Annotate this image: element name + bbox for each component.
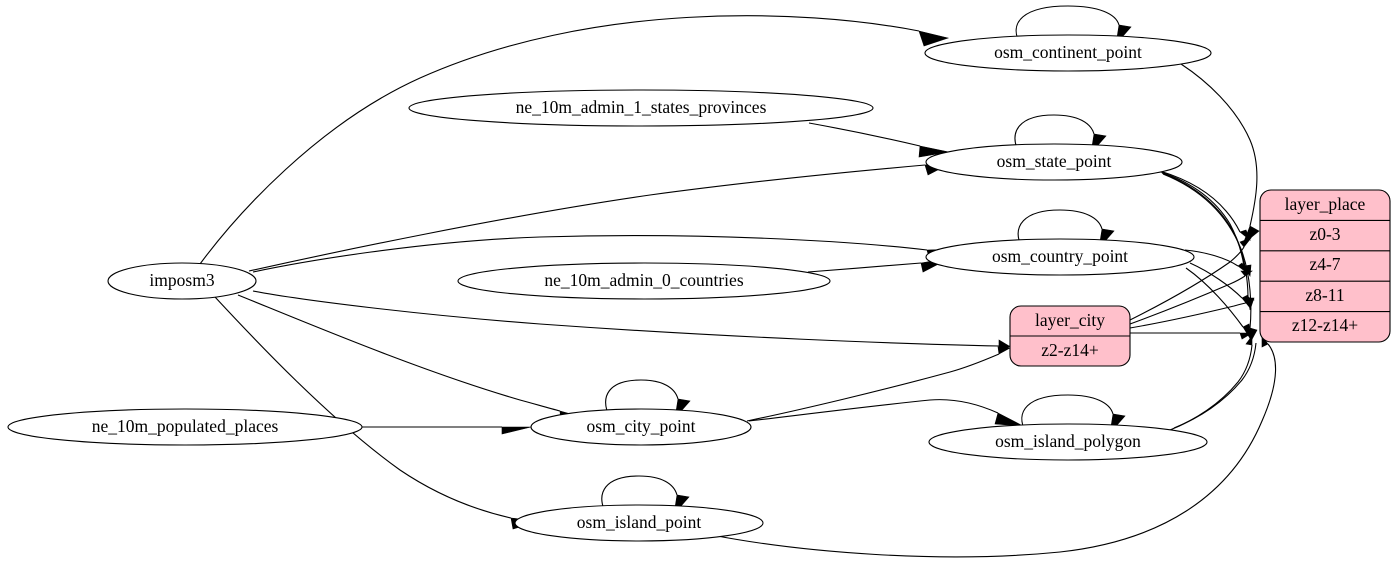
node-ne_10m_admin_0_countries-label: ne_10m_admin_0_countries <box>544 270 743 290</box>
layer_place-row-title: layer_place <box>1285 194 1366 214</box>
layer_place-row-z8-11[interactable]: z8-11 <box>1305 285 1344 305</box>
node-layer: imposm3 ne_10m_admin_1_states_provinces … <box>7 34 1212 542</box>
edge-imposm3-to-layer_city <box>252 290 1011 353</box>
edge-layer_city-to-layer_place-z4-7 <box>1129 270 1253 325</box>
node-ne_10m_admin_0_countries-shape[interactable] <box>457 262 831 300</box>
node-ne_10m_populated_places-shape[interactable] <box>7 408 363 446</box>
node-layer_place-body[interactable] <box>1259 189 1391 343</box>
node-osm_city_point-label: osm_city_point <box>587 416 696 436</box>
edge-osm_state_point-to-layer_place-z0-3 <box>1159 170 1251 241</box>
layer_place-row-z4-7[interactable]: z4-7 <box>1309 254 1340 274</box>
edge-nepop-to-osm_city_point <box>362 426 532 435</box>
node-osm_country_point-shape[interactable] <box>925 238 1195 276</box>
node-osm_city_point-shape[interactable] <box>530 408 752 446</box>
edge-imposm3-to-osm_continent_point <box>199 15 950 265</box>
node-osm_island_polygon[interactable]: osm_island_polygon <box>928 423 1208 461</box>
node-osm_city_point[interactable]: osm_city_point <box>530 408 752 446</box>
edge-osm_city_point-to-layer_city <box>746 346 1012 422</box>
node-osm_continent_point[interactable]: osm_continent_point <box>924 34 1212 72</box>
node-osm_island_polygon-label: osm_island_polygon <box>995 431 1141 451</box>
node-ne_10m_populated_places-label: ne_10m_populated_places <box>92 416 279 436</box>
node-osm_state_point-shape[interactable] <box>925 143 1183 181</box>
edge-imposm3-to-osm_city_point <box>237 294 590 424</box>
node-osm_island_polygon-shape[interactable] <box>928 423 1208 461</box>
edge-osm_island_polygon-to-layer_place-z12-b <box>1173 342 1257 429</box>
record-node-layer: layer_place z0-3 z4-7 z8-11 z12-z14+ lay… <box>1009 189 1391 367</box>
node-osm_island_point[interactable]: osm_island_point <box>514 504 764 542</box>
edge-osm_country_point-to-layer_place-z12 <box>1185 267 1252 341</box>
edge-ne1-to-osm_state_point <box>808 122 950 158</box>
node-osm_state_point[interactable]: osm_state_point <box>925 143 1183 181</box>
node-ne_10m_admin_1_states_provinces[interactable]: ne_10m_admin_1_states_provinces <box>408 89 874 127</box>
node-osm_state_point-label: osm_state_point <box>997 151 1112 171</box>
edge-layer <box>199 5 1277 558</box>
node-osm_continent_point-shape[interactable] <box>924 34 1212 72</box>
edge-osm_continent_point-to-layer_place-z0-3 <box>1180 63 1260 245</box>
node-osm_country_point[interactable]: osm_country_point <box>925 238 1195 276</box>
node-osm_island_point-label: osm_island_point <box>577 512 702 532</box>
node-ne_10m_admin_1_states_provinces-shape[interactable] <box>408 89 874 127</box>
node-ne_10m_admin_0_countries[interactable]: ne_10m_admin_0_countries <box>457 262 831 300</box>
layer_place-row-z12-z14[interactable]: z12-z14+ <box>1292 315 1358 335</box>
node-layer_city[interactable]: layer_city z2-z14+ <box>1009 305 1131 367</box>
node-layer_place[interactable]: layer_place z0-3 z4-7 z8-11 z12-z14+ <box>1259 189 1391 343</box>
node-imposm3[interactable]: imposm3 <box>107 262 257 300</box>
node-osm_continent_point-label: osm_continent_point <box>994 42 1142 62</box>
edge-layer_city-to-layer_place-z12 <box>1129 332 1254 340</box>
edge-osm_country_point-to-layer_place-z8-11 <box>1189 262 1252 310</box>
node-imposm3-label: imposm3 <box>149 270 214 290</box>
edge-osm_city_point-to-osm_island_polygon <box>748 399 1024 427</box>
edge-layer_city-to-layer_place-z0-3 <box>1129 237 1252 321</box>
node-osm_island_point-shape[interactable] <box>514 504 764 542</box>
node-ne_10m_admin_1_states_provinces-label: ne_10m_admin_1_states_provinces <box>516 97 767 117</box>
edge-layer_city-to-layer_place-z8-11 <box>1129 296 1255 329</box>
edge-osm_country_point-to-layer_place-z4-7 <box>1184 249 1251 276</box>
node-osm_country_point-label: osm_country_point <box>992 246 1128 266</box>
layer_place-row-z0-3[interactable]: z0-3 <box>1309 224 1340 244</box>
layer_city-row-title: layer_city <box>1035 310 1105 330</box>
node-ne_10m_populated_places[interactable]: ne_10m_populated_places <box>7 408 363 446</box>
node-imposm3-shape[interactable] <box>107 262 257 300</box>
layer_city-row-z2-z14[interactable]: z2-z14+ <box>1041 340 1099 360</box>
